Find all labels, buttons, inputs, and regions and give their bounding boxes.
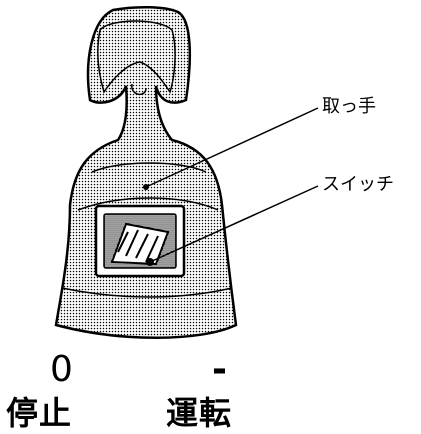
stop-label: 停止 [6,394,73,432]
switch-body [54,5,238,339]
run-symbol: - [212,349,227,390]
handle-callout-label: 取っ手 [322,96,376,117]
switch-callout-label: スイッチ [322,174,394,195]
handle-grip-inner [97,20,176,94]
stop-symbol: 0 [50,349,73,390]
hang-hook-icon [131,83,147,96]
run-label: 運転 [166,394,233,432]
shoulder-contour-lower [77,197,219,211]
switch-leader-line [149,185,319,263]
rocker-switch-shading [117,229,159,263]
handle-leader-line [145,107,319,188]
shoulder-contour [91,162,207,173]
base-band [61,287,233,298]
